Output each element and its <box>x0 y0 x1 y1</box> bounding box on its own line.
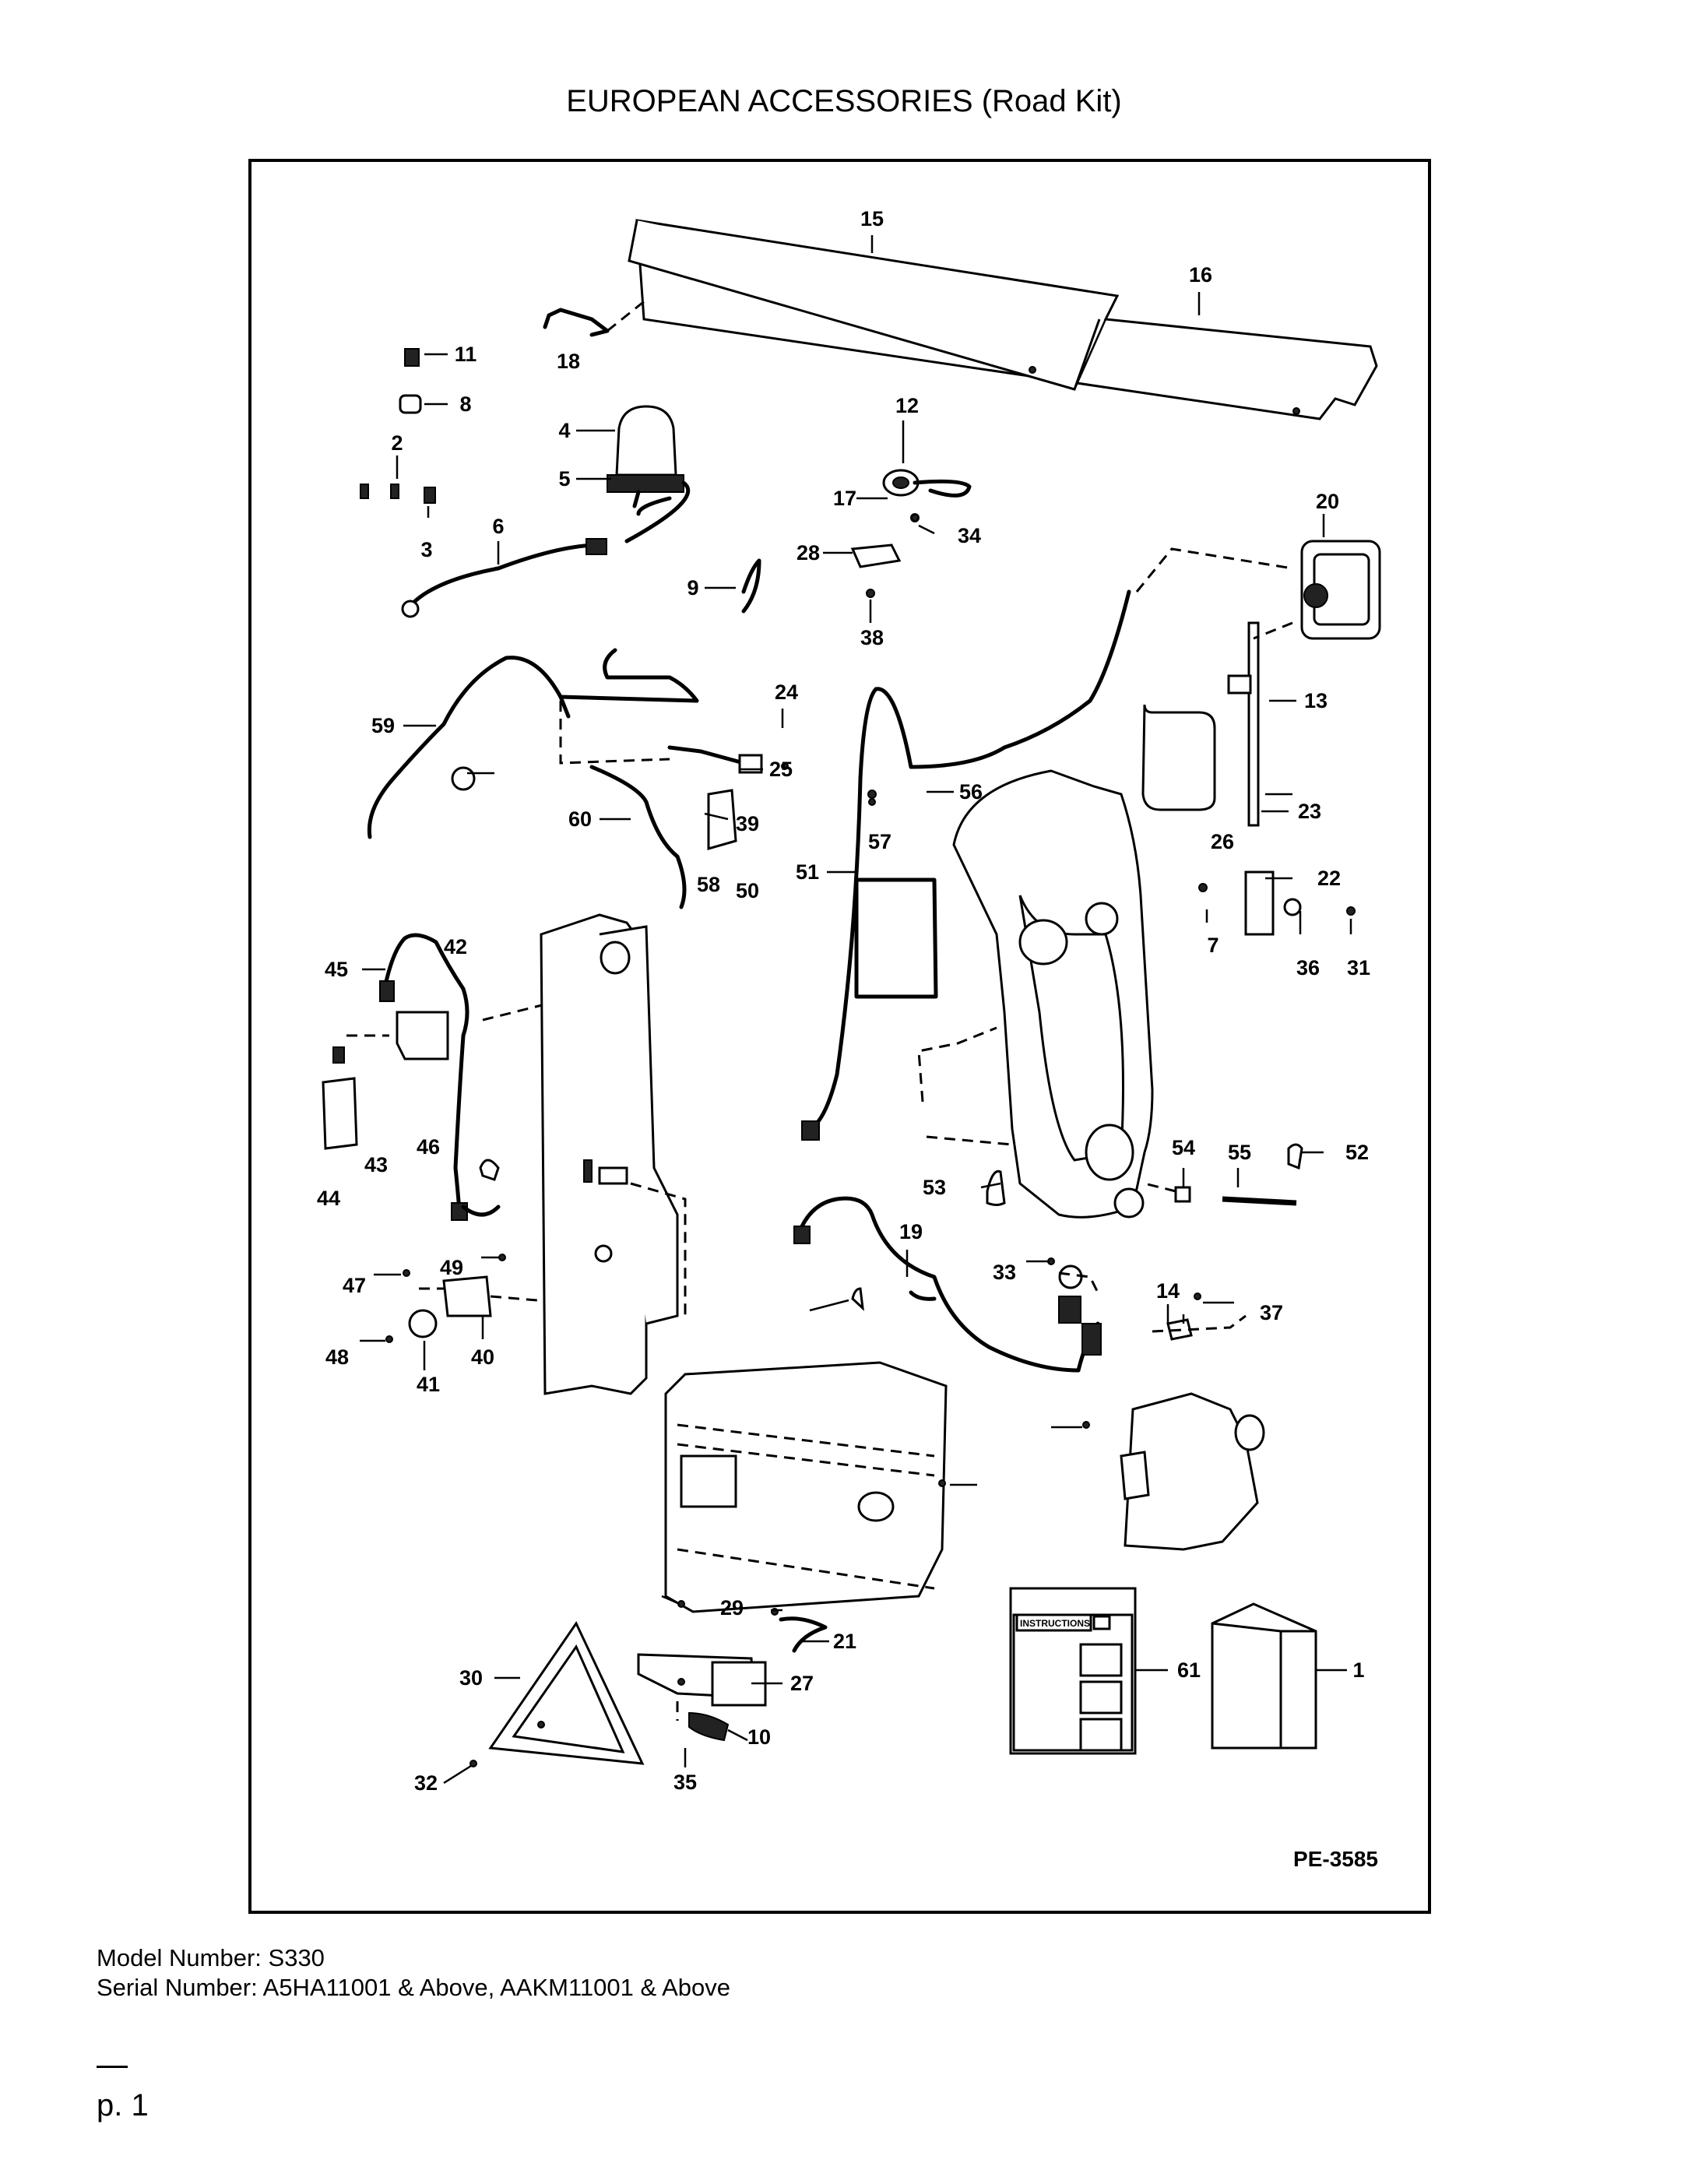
callout-label: 1 <box>1352 1658 1364 1682</box>
callout-label: 46 <box>417 1135 440 1159</box>
callout-label: 47 <box>343 1274 366 1297</box>
reflector-10-drawing <box>688 1711 730 1742</box>
callout-label: 33 <box>993 1261 1016 1284</box>
bracket-43-drawing <box>396 1011 449 1060</box>
harness-59-drawing <box>367 648 699 839</box>
callout-label: 44 <box>317 1187 340 1210</box>
callout-label: 40 <box>471 1345 494 1369</box>
callout-label: 49 <box>440 1256 463 1279</box>
callout-label: 41 <box>417 1373 440 1396</box>
callout-label: 13 <box>1304 689 1328 712</box>
callout-label: 6 <box>492 515 504 538</box>
callout-label: 59 <box>371 714 395 737</box>
kit-box-1-drawing <box>1211 1602 1317 1750</box>
serial-number: Serial Number: A5HA11001 & Above, AAKM11… <box>97 1974 730 2001</box>
callout-label: 58 <box>697 873 720 896</box>
drawing-code: PE-3585 <box>1293 1847 1378 1871</box>
harness-60-drawing <box>589 765 687 909</box>
triangle-sign-30-drawing <box>488 1621 645 1765</box>
callout-leaders <box>360 235 1352 1785</box>
callout-label: 60 <box>568 807 592 831</box>
callout-label: 52 <box>1345 1141 1369 1164</box>
bracket-40-drawing <box>442 1275 492 1317</box>
callout-label: 2 <box>391 431 403 455</box>
callout-label: 57 <box>868 830 891 853</box>
callout-label: 25 <box>769 758 793 781</box>
callout-label: 15 <box>860 207 884 230</box>
harness-42-drawing <box>383 933 469 1217</box>
mirror-glass-26-drawing <box>1141 704 1216 811</box>
model-number: Model Number: S330 <box>97 1944 325 1971</box>
light-bar-drawing <box>628 219 1378 420</box>
callout-label: 21 <box>833 1630 856 1653</box>
callout-label: 61 <box>1177 1658 1201 1682</box>
instructions-header: INSTRUCTIONS <box>1020 1618 1090 1629</box>
callout-label: 16 <box>1189 263 1212 287</box>
callout-label: 7 <box>1207 934 1219 957</box>
callout-label: 11 <box>455 343 477 366</box>
harness-6-drawing <box>410 543 602 606</box>
callout-label: 17 <box>833 487 856 510</box>
page-number: p. 1 <box>97 2088 149 2122</box>
harness-19-drawing <box>800 1196 1100 1373</box>
callout-label: 54 <box>1172 1136 1195 1159</box>
callout-label: 50 <box>736 879 759 902</box>
callout-label: 27 <box>790 1672 814 1695</box>
callout-label: 29 <box>720 1596 744 1620</box>
callout-label: 35 <box>673 1771 697 1794</box>
page-number-rule <box>97 2066 128 2068</box>
rear-panel-drawing <box>664 1361 948 1613</box>
callout-label: 20 <box>1316 490 1339 513</box>
callout-label: 53 <box>923 1176 946 1199</box>
page-title: EUROPEAN ACCESSORIES (Road Kit) <box>566 84 1122 118</box>
callout-label: 31 <box>1347 956 1370 979</box>
callout-label: 36 <box>1296 956 1320 979</box>
loader-arm-drawing <box>917 769 1154 1219</box>
bracket-28-drawing <box>850 543 902 568</box>
harness-51-drawing <box>807 687 878 1131</box>
callout-label: 34 <box>958 524 981 547</box>
hardware-8-drawing <box>399 394 422 414</box>
callout-label: 26 <box>1211 830 1234 853</box>
callout-label: 32 <box>414 1771 438 1795</box>
callout-label: 37 <box>1260 1301 1283 1324</box>
cable-tie-9-drawing <box>741 558 761 614</box>
callout-label: 38 <box>860 626 884 649</box>
callout-label: 4 <box>558 419 570 442</box>
callout-label: 45 <box>325 958 348 981</box>
callout-label: 23 <box>1298 800 1321 823</box>
instructions-manual-61-drawing <box>1009 1587 1137 1755</box>
callout-label: 56 <box>959 780 983 804</box>
callout-label: 19 <box>899 1220 923 1243</box>
callout-label: 28 <box>797 541 820 564</box>
callout-label: 8 <box>459 392 471 416</box>
beacon-light-drawing <box>607 405 691 543</box>
callout-label: 18 <box>557 350 580 373</box>
callout-label: 24 <box>775 681 798 704</box>
callout-label: 48 <box>325 1345 349 1369</box>
callout-label: 55 <box>1228 1141 1251 1164</box>
lamp-44-drawing <box>322 1077 358 1150</box>
right-panel-drawing <box>1120 1392 1265 1551</box>
hardware-11-drawing <box>404 348 420 367</box>
reflector-41-drawing <box>408 1309 438 1338</box>
callout-label: 3 <box>420 538 432 561</box>
left-upright-drawing <box>540 913 687 1395</box>
callout-label: 22 <box>1317 867 1341 890</box>
mirror-20-drawing <box>1227 540 1381 936</box>
callout-label: 42 <box>444 935 467 958</box>
bracket-18-drawing <box>543 308 610 337</box>
callout-label: 51 <box>796 860 819 884</box>
callout-label: 12 <box>895 394 919 417</box>
diagram-frame <box>248 159 1431 1914</box>
callout-label: 43 <box>364 1153 388 1176</box>
callout-labels: 15 16 18 11 8 12 4 2 5 17 34 20 3 6 28 9… <box>317 207 1370 1795</box>
callout-label: 39 <box>736 812 759 835</box>
callout-label: 10 <box>747 1725 771 1749</box>
callout-label: 14 <box>1156 1279 1180 1303</box>
callout-label: 9 <box>687 576 698 600</box>
callout-label: 5 <box>558 467 570 491</box>
callout-label: 30 <box>459 1666 483 1690</box>
